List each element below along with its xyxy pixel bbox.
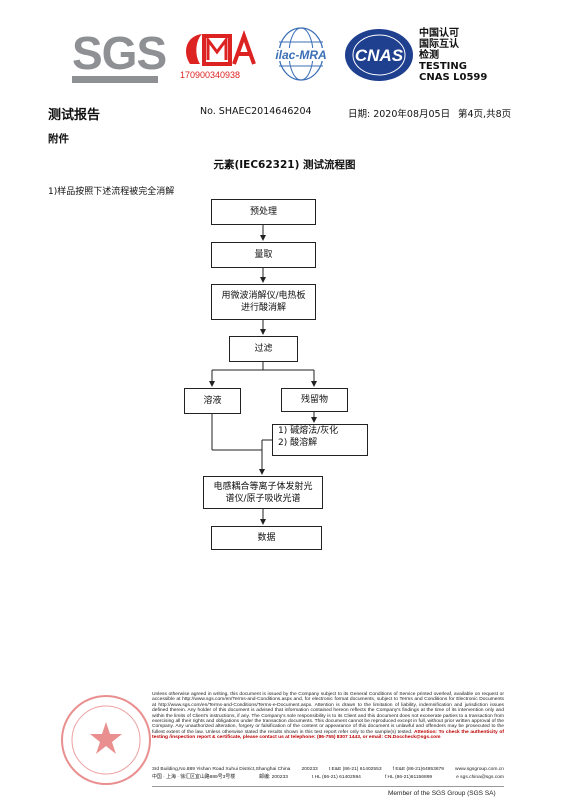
step-label: 量取	[254, 250, 273, 260]
legal-disclaimer: Unless otherwise agreed in writing, this…	[152, 692, 504, 741]
step-measure: 量取	[211, 242, 316, 268]
step-filter: 过滤	[229, 336, 298, 362]
cert-line: 国际互认	[419, 39, 459, 50]
step-label: 溶液	[203, 396, 222, 406]
flowchart-title: 元素(IEC62321) 测试流程图	[213, 159, 356, 171]
flowchart-intro: 1)样品按照下述流程被完全消解	[48, 187, 175, 197]
step-label: 谱仪/原子吸收光谱	[225, 493, 301, 504]
step-label: 1) 碱熔法/灰化	[278, 426, 339, 436]
residue-treatment: 1) 碱熔法/灰化 2) 酸溶解	[272, 424, 368, 456]
phone-cn: t HL (86-21) 61402594	[311, 775, 361, 780]
report-date: 日期: 2020年08月05日	[348, 109, 451, 120]
sgs-logo-bar	[72, 76, 158, 83]
step-label: 过滤	[254, 344, 273, 354]
cert-line: 检测	[419, 50, 439, 61]
report-number: No. SHAEC2014646204	[200, 106, 312, 117]
step-label: 用微波消解仪/电热板	[221, 291, 306, 301]
report-title: 测试报告	[48, 108, 101, 123]
address-block: 3rd Building,No.889 Yishan Road Xuhui Di…	[152, 766, 504, 782]
cma-logo	[186, 30, 256, 66]
email: e sgs.china@sgs.com	[456, 775, 504, 780]
cert-line: 中国认可	[419, 28, 459, 39]
zip-cn: 邮编: 200233	[259, 775, 288, 780]
step-label: 残留物	[300, 395, 328, 405]
ilac-mra-logo: ilac-MRA	[269, 27, 333, 81]
cert-line: TESTING	[419, 61, 467, 72]
fax-cn: f HL (86-21)61156899	[384, 775, 433, 780]
step-label: 预处理	[249, 207, 277, 217]
cert-line: CNAS L0599	[419, 72, 488, 83]
page-indicator: 第4页,共8页	[458, 109, 512, 120]
footer-divider	[152, 786, 504, 787]
branch-residue: 残留物	[281, 388, 348, 412]
sgs-logo: SGS	[72, 27, 167, 79]
attachment-heading: 附件	[48, 133, 69, 145]
testing-seal	[61, 695, 151, 785]
website: www.sgsgroup.com.cn	[455, 767, 504, 772]
step-label: 数据	[257, 533, 276, 543]
phone-en: t E&E (86-21) 61402553	[328, 767, 382, 772]
address-en: 3rd Building,No.889 Yishan Road Xuhui Di…	[152, 767, 291, 772]
step-data: 数据	[211, 526, 322, 550]
step-label: 2) 酸溶解	[278, 438, 318, 448]
cnas-cert-text: 中国认可 国际互认 检测 TESTING CNAS L0599	[419, 28, 487, 83]
zip-en: 200233	[301, 767, 318, 772]
step-acid-digestion: 用微波消解仪/电热板 进行酸消解	[211, 284, 316, 320]
branch-solution: 溶液	[184, 388, 241, 414]
step-label: 电感耦合等离子体发射光	[213, 481, 313, 492]
address-cn: 中国 · 上海 · 徐汇区宜山路889号3号楼	[152, 775, 236, 780]
cma-number: 170900340938	[180, 70, 241, 80]
fax-en: f E&E (86-21)64953679	[392, 767, 444, 772]
step-pretreatment: 预处理	[211, 199, 316, 225]
cnas-logo: CNAS	[345, 29, 413, 81]
step-label: 进行酸消解	[240, 303, 286, 313]
disclaimer-text: Unless otherwise agreed in writing, this…	[152, 692, 504, 735]
sgs-member-note: Member of the SGS Group (SGS SA)	[388, 790, 496, 797]
authenticity-notice: Attention: To check the authenticity of …	[152, 729, 504, 741]
cnas-text: CNAS	[355, 46, 404, 65]
ilac-text: ilac-MRA	[275, 48, 326, 62]
step-icp-analysis: 电感耦合等离子体发射光 谱仪/原子吸收光谱	[203, 476, 323, 509]
